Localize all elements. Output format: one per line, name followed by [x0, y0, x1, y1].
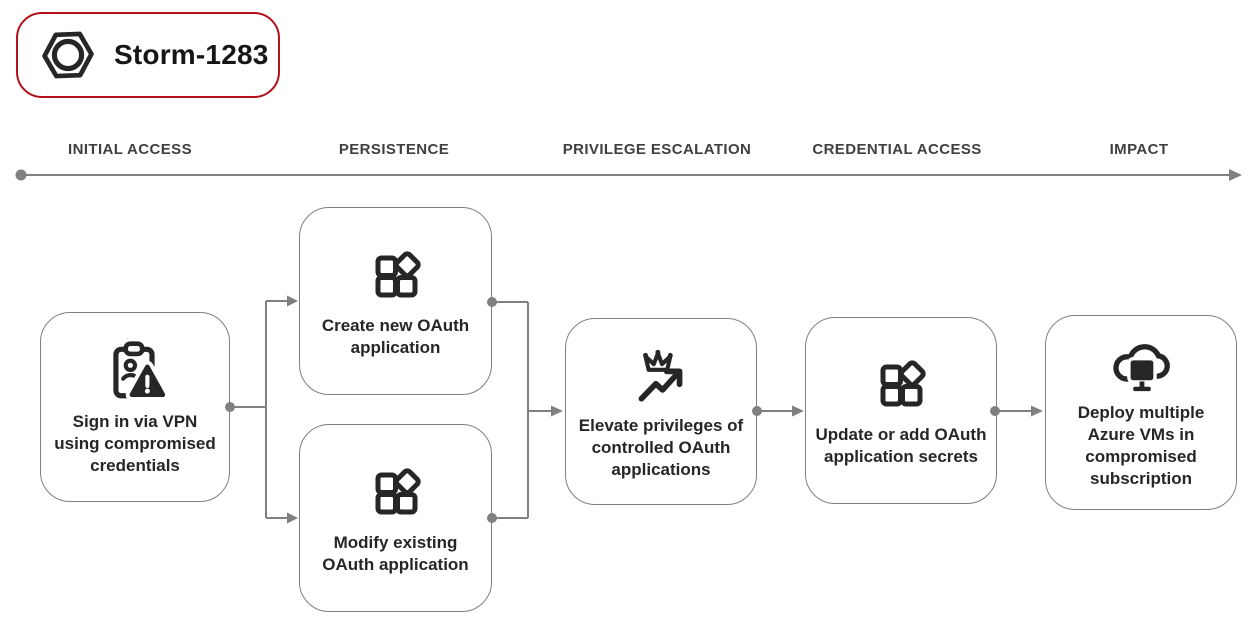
node-modify-oauth-app: Modify existing OAuth application — [299, 424, 492, 612]
threat-actor-name: Storm-1283 — [114, 39, 269, 70]
node-deploy-azure-vms: Deploy multiple Azure VMs in compromised… — [1045, 315, 1237, 510]
stage-label-privilege-escalation: PRIVILEGE ESCALATION — [562, 141, 752, 158]
stage-label-initial-access: INITIAL ACCESS — [68, 141, 192, 158]
node-create-oauth-app: Create new OAuth application — [299, 207, 492, 395]
node-label: Elevate privileges of controlled OAuth a… — [578, 416, 744, 479]
node-label: Sign in via VPN using compromised creden… — [54, 411, 216, 475]
connector-branch — [225, 295, 298, 524]
connector-merge — [487, 297, 563, 523]
node-update-oauth-secrets: Update or add OAuth application secrets — [805, 317, 997, 504]
cloud-vm-icon — [1110, 335, 1172, 395]
oauth-app-icon — [364, 244, 428, 308]
crown-trend-up-icon — [628, 342, 694, 408]
timeline-arrowhead — [1229, 169, 1242, 181]
stage-label-credential-access: CREDENTIAL ACCESS — [812, 141, 982, 158]
clipboard-person-warning-icon — [102, 338, 168, 404]
connector-elevate-secrets — [752, 405, 804, 417]
node-label: Deploy multiple Azure VMs in compromised… — [1077, 403, 1205, 488]
node-label: Create new OAuth application — [321, 315, 470, 357]
connector-secrets-deploy — [990, 405, 1043, 417]
oauth-app-icon — [869, 353, 933, 417]
threat-actor-badge: Storm-1283 — [16, 12, 280, 98]
node-label: Modify existing OAuth application — [322, 532, 469, 574]
stage-label-persistence: PERSISTENCE — [338, 141, 450, 158]
stage-label-impact: IMPACT — [1109, 141, 1169, 158]
threat-actor-hexagon-icon — [42, 31, 94, 79]
timeline-axis — [15, 169, 1242, 181]
node-elevate-privileges: Elevate privileges of controlled OAuth a… — [565, 318, 757, 505]
node-label: Update or add OAuth application secrets — [815, 425, 987, 466]
timeline-start-dot — [15, 169, 27, 181]
oauth-app-icon — [364, 461, 428, 525]
node-sign-in-vpn: Sign in via VPN using compromised creden… — [40, 312, 230, 502]
